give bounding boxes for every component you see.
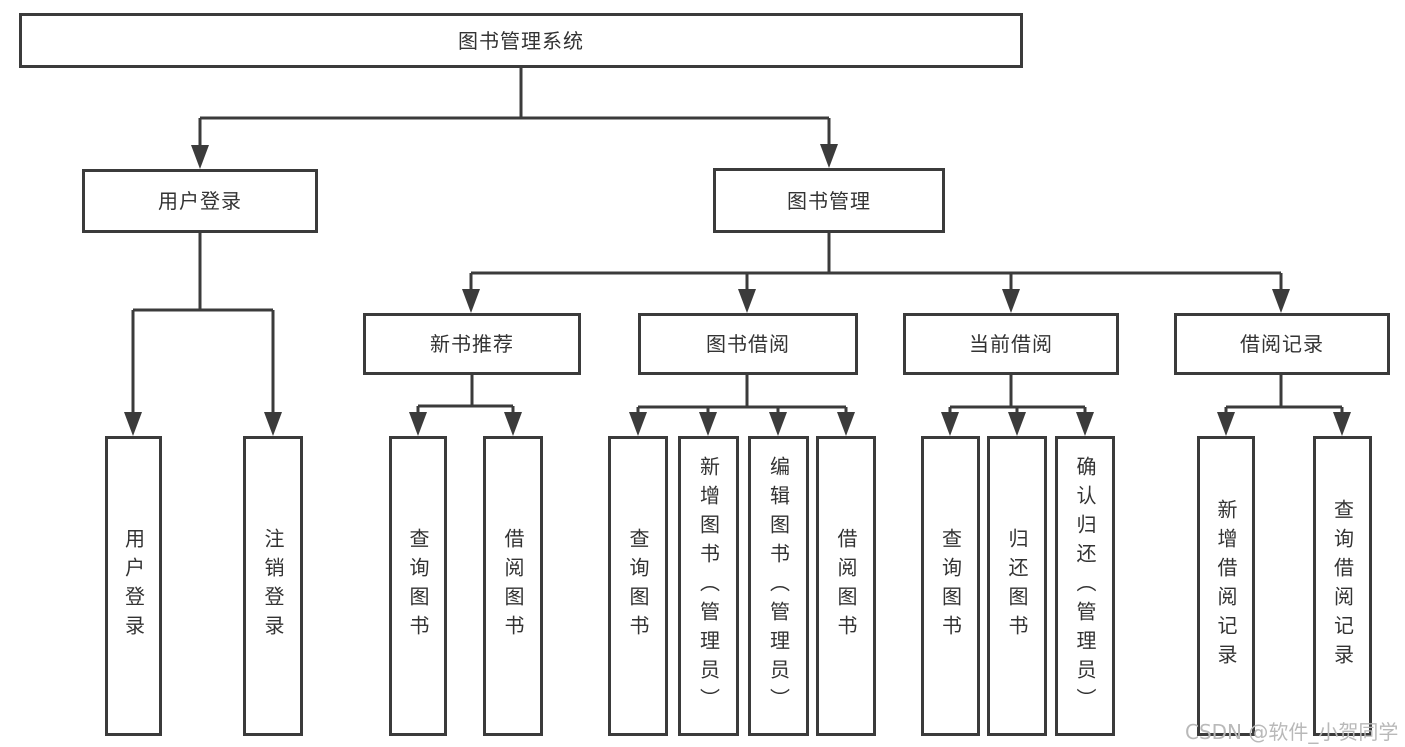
node-new-book-recommend: 新书推荐 (363, 313, 581, 375)
leaf-user-login: 用户登录 (105, 436, 162, 736)
arrow-down-icon (837, 412, 855, 436)
node-user-login: 用户登录 (82, 169, 318, 233)
arrow-down-icon (462, 289, 480, 313)
connector-records-to-leaves (1224, 375, 1344, 416)
csdn-watermark: CSDN @软件_小贺同学 (1185, 720, 1399, 744)
arrow-down-icon (409, 412, 427, 436)
arrow-down-icon (1002, 289, 1020, 313)
leaf-query-books-1: 查询图书 (389, 436, 447, 736)
leaf-add-borrow-record: 新增借阅记录 (1197, 436, 1255, 736)
connector-borrowing-to-leaves (636, 375, 848, 416)
leaf-query-books-3: 查询图书 (921, 436, 980, 736)
leaf-query-books-2: 查询图书 (608, 436, 668, 736)
connector-userlogin-to-leaves (131, 233, 275, 416)
arrow-down-icon (941, 412, 959, 436)
arrow-down-icon (820, 144, 838, 168)
node-root-system: 图书管理系统 (19, 13, 1023, 68)
connector-current-to-leaves (948, 375, 1087, 416)
arrow-down-icon (124, 412, 142, 436)
arrow-down-icon (738, 289, 756, 313)
leaf-confirm-return-admin: 确认归还（管理员） (1055, 436, 1115, 736)
node-book-borrowing: 图书借阅 (638, 313, 858, 375)
connector-newbooks-to-leaves (416, 375, 515, 416)
arrow-down-icons (124, 144, 1351, 436)
leaf-borrow-books-2: 借阅图书 (816, 436, 876, 736)
node-borrowing-records: 借阅记录 (1174, 313, 1390, 375)
connector-root-to-level2 (198, 68, 831, 149)
leaf-borrow-books-1: 借阅图书 (483, 436, 543, 736)
arrow-down-icon (1217, 412, 1235, 436)
connector-bookmgmt-to-level3 (469, 233, 1283, 293)
arrow-down-icon (264, 412, 282, 436)
arrow-down-icon (769, 412, 787, 436)
leaf-edit-books-admin: 编辑图书（管理员） (748, 436, 809, 736)
arrow-down-icon (1333, 412, 1351, 436)
arrow-down-icon (699, 412, 717, 436)
arrow-down-icon (1272, 289, 1290, 313)
arrow-down-icon (1076, 412, 1094, 436)
leaf-add-books-admin: 新增图书（管理员） (678, 436, 739, 736)
leaf-query-borrow-record: 查询借阅记录 (1313, 436, 1372, 736)
arrow-down-icon (191, 145, 209, 169)
leaf-logout: 注销登录 (243, 436, 303, 736)
arrow-down-icon (1008, 412, 1026, 436)
node-current-borrowing: 当前借阅 (903, 313, 1119, 375)
arrow-down-icon (629, 412, 647, 436)
leaf-return-books: 归还图书 (987, 436, 1047, 736)
arrow-down-icon (504, 412, 522, 436)
node-book-management: 图书管理 (713, 168, 945, 233)
